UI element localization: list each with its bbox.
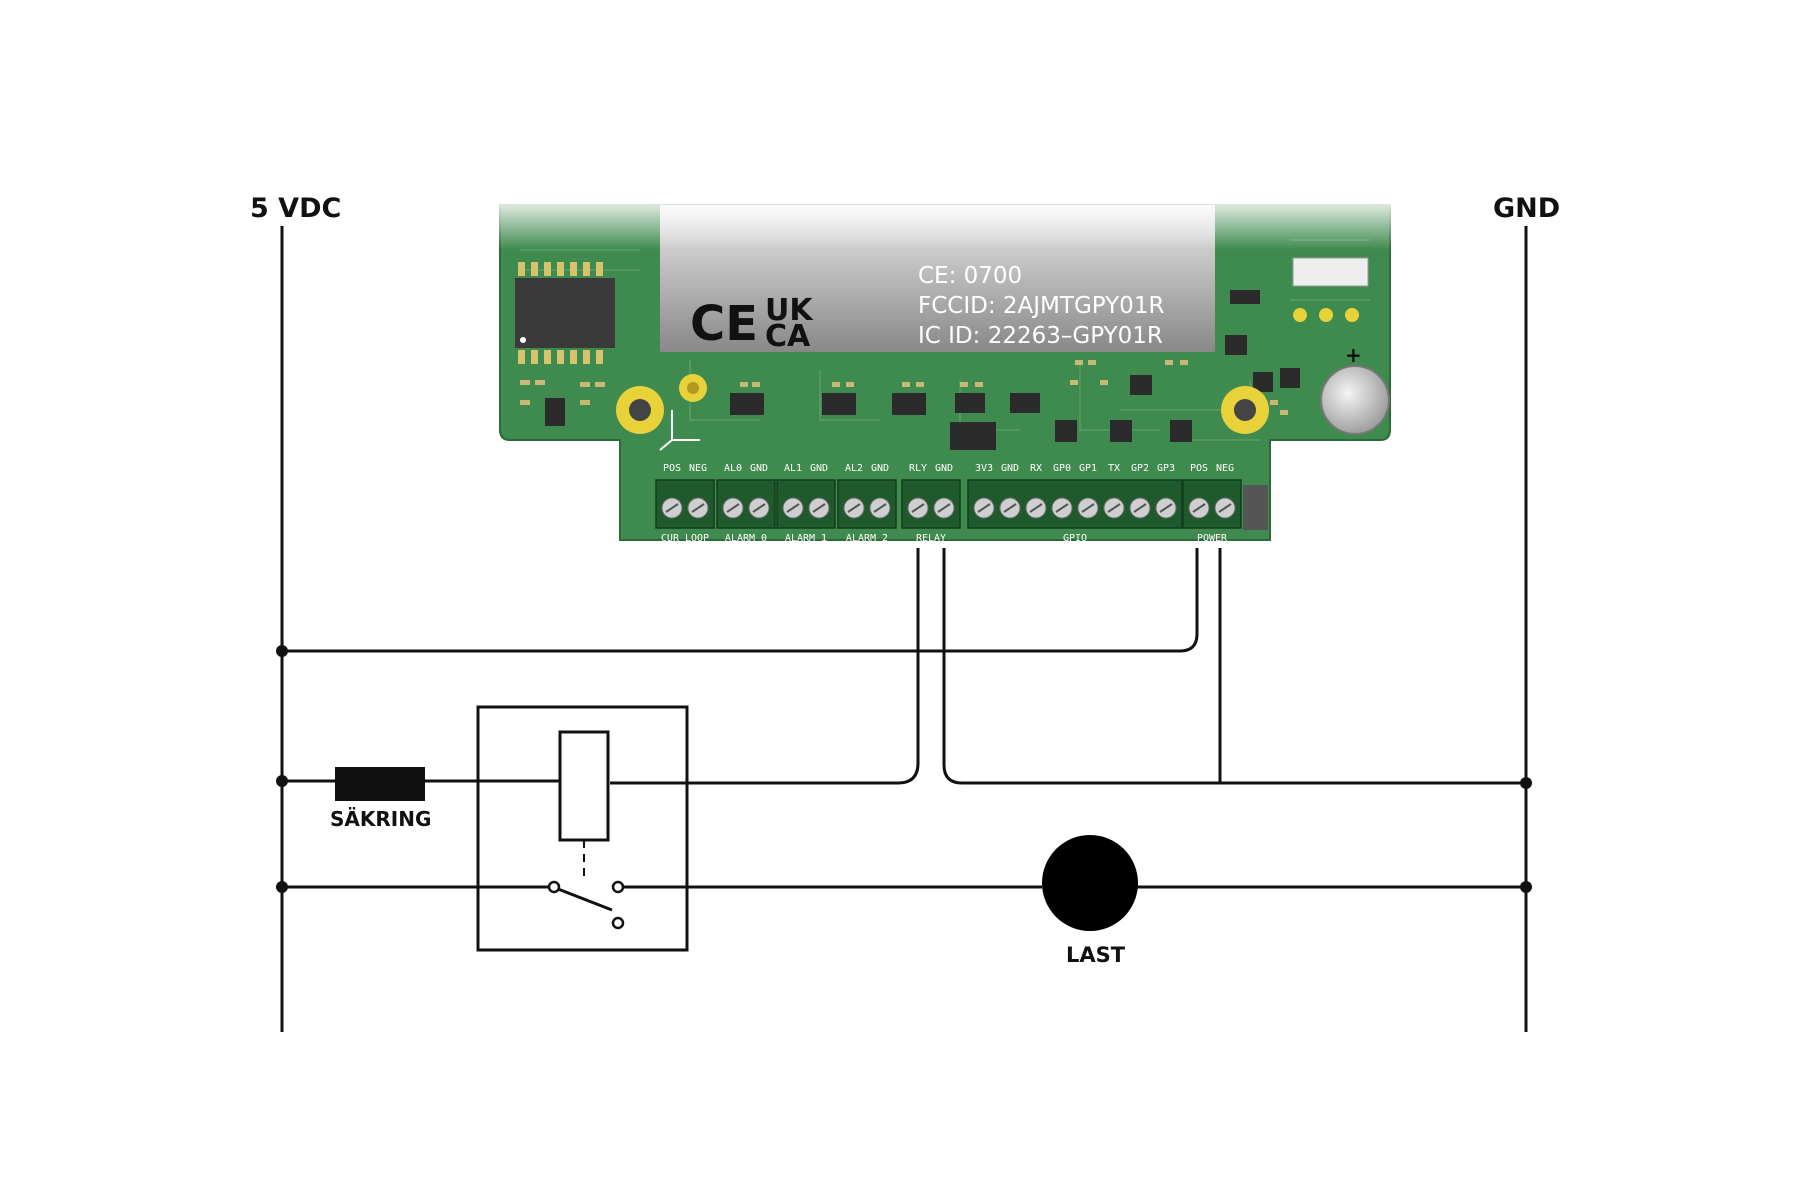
terminal-screw-slot [873,503,887,513]
header-connector [1292,257,1369,322]
terminal-group-label: ALARM 1 [785,533,827,544]
terminal-label: GP0 [1053,463,1071,474]
mounting-hole-right [1221,386,1269,434]
terminal-screw-slot [1081,503,1095,513]
terminal-group-label: RELAY [916,533,946,544]
load-label: LAST [1066,943,1126,967]
terminal-screw-slot [1159,503,1173,513]
terminal-screw-slot [752,503,766,513]
terminal-blocks: POS NEG CUR LOOP AL0 GND ALARM 0 AL1 GND ALARM 1… [655,463,1242,544]
terminal-screw-slot [1218,503,1232,513]
terminal-label: AL0 [724,463,742,474]
terminal-label: GND [935,463,953,474]
cert-fccid: FCCID: 2AJMTGPY01R [918,293,1164,319]
terminal-label: AL2 [845,463,863,474]
rail-gnd-label: GND [1493,193,1560,224]
rail-5vdc-label: 5 VDC [250,193,341,224]
axis-marker [659,410,700,451]
terminal-label: AL1 [784,463,802,474]
chip-u6 [515,262,615,364]
terminal-screw-slot [665,503,679,513]
terminal-label: POS [663,463,681,474]
terminal-screw-slot [786,503,800,513]
terminal-screw-slot [1133,503,1147,513]
ce-mark: CE [690,296,758,352]
terminal-label: GP3 [1157,463,1175,474]
mounting-hole-left [616,386,664,434]
terminal-screw-slot [937,503,951,513]
terminal-label: RLY [909,463,927,474]
terminal-screw-slot [847,503,861,513]
terminal-screw-slot [726,503,740,513]
terminal-label: TX [1108,463,1120,474]
terminal-label: GP1 [1079,463,1097,474]
terminal-group-label: POWER [1197,533,1228,544]
junction-dots [276,645,1532,893]
capacitor: + [1320,343,1390,435]
terminal-screw-slot [1029,503,1043,513]
wire-relay-gnd [942,548,1526,785]
terminal-screw-slot [812,503,826,513]
power-jack [1243,485,1268,530]
terminal-screw-slot [911,503,925,513]
relay-housing [476,705,689,952]
pcb-board: + CE UK CA CE: 0700 FCCID: 2AJMTGPY01R I… [495,195,1395,544]
ukca-mark-top: UK [765,293,814,328]
fuse [335,767,425,801]
wire-power-pos [282,548,1199,653]
terminal-screw-slot [1055,503,1069,513]
terminal-screw-slot [1107,503,1121,513]
fiducial [679,374,707,402]
passive-components [520,360,1288,415]
terminal-group-label: CUR LOOP [661,533,709,544]
terminal-label: GND [871,463,889,474]
terminal-label: NEG [689,463,707,474]
terminal-screw-slot [1003,503,1017,513]
terminal-label: GND [810,463,828,474]
terminal-screw-slot [691,503,705,513]
ic-packages [545,290,1300,450]
relay [476,705,689,952]
terminal-label: 3V3 [975,463,993,474]
terminal-label: GP2 [1131,463,1149,474]
terminal-screw-slot [977,503,991,513]
terminal-label: RX [1030,463,1042,474]
terminal-group-label: GPIO [1063,533,1087,544]
wire-coil-to-rly [610,548,920,785]
board-top-fade [495,195,1395,250]
terminal-label: NEG [1216,463,1234,474]
terminal-screw-slot [1192,503,1206,513]
ukca-mark-bottom: CA [765,319,811,354]
svg-text:+: + [1345,343,1362,367]
terminal-label: POS [1190,463,1208,474]
terminal-group-label: ALARM 0 [725,533,767,544]
load [1042,835,1138,931]
relay-coil [558,730,610,842]
cert-icid: IC ID: 22263–GPY01R [918,323,1163,349]
terminal-label: GND [1001,463,1019,474]
terminal-label: GND [750,463,768,474]
terminal-group-label: ALARM 2 [846,533,888,544]
terminal-block [967,479,1183,529]
fuse-label: SÄKRING [330,807,431,831]
cert-ce: CE: 0700 [918,263,1022,289]
relay-switch [547,880,625,930]
